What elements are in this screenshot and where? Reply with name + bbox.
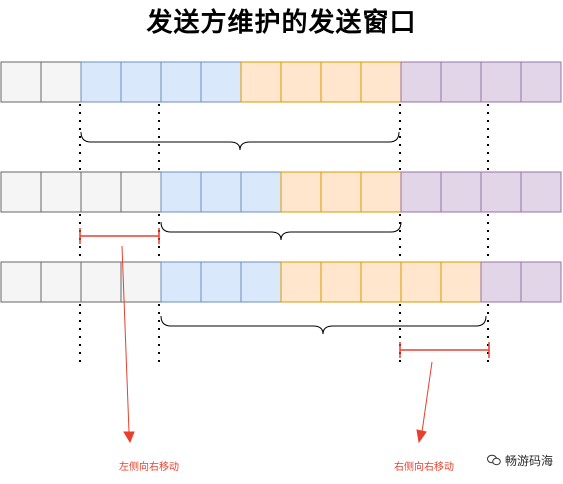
cell-blue bbox=[160, 261, 202, 303]
watermark-text: 畅游码海 bbox=[504, 454, 553, 468]
watermark: 畅游码海 bbox=[486, 452, 553, 469]
right-arrow-head bbox=[416, 429, 427, 444]
cell-blue bbox=[120, 61, 162, 103]
left-arrow-head bbox=[123, 431, 135, 444]
cell-gray bbox=[40, 261, 82, 303]
cell-purple bbox=[400, 171, 442, 213]
cell-orange bbox=[280, 261, 322, 303]
cell-blue bbox=[200, 171, 242, 213]
window-brace-row3 bbox=[160, 315, 487, 335]
cell-blue bbox=[240, 171, 282, 213]
move-markers bbox=[79, 228, 490, 358]
cell-purple bbox=[520, 171, 562, 213]
cell-blue bbox=[200, 61, 242, 103]
cell-orange bbox=[360, 261, 402, 303]
wechat-icon bbox=[486, 454, 501, 466]
window-brace-row2 bbox=[160, 221, 402, 241]
cell-orange bbox=[320, 61, 362, 103]
cell-orange bbox=[400, 261, 442, 303]
cell-gray bbox=[40, 61, 82, 103]
left-arrow-shaft bbox=[121, 245, 130, 433]
cell-purple bbox=[440, 61, 482, 103]
window-braces bbox=[80, 131, 487, 335]
sequence-row-2 bbox=[0, 171, 562, 213]
cell-orange bbox=[280, 171, 322, 213]
diagram-title: 发送方维护的发送窗口 bbox=[146, 8, 417, 38]
cell-purple bbox=[520, 261, 562, 303]
cell-purple bbox=[480, 61, 522, 103]
cell-blue bbox=[160, 171, 202, 213]
cell-orange bbox=[360, 171, 402, 213]
cell-blue bbox=[80, 61, 122, 103]
sequence-row-3 bbox=[0, 261, 562, 303]
cell-gray bbox=[0, 261, 42, 303]
cell-gray bbox=[80, 261, 122, 303]
cell-orange bbox=[320, 261, 362, 303]
cell-gray bbox=[0, 61, 42, 103]
sequence-row-1 bbox=[0, 61, 562, 103]
left-move-label: 左侧向右移动 bbox=[119, 460, 179, 473]
window-brace-row1 bbox=[80, 131, 400, 151]
cell-purple bbox=[400, 61, 442, 103]
cell-orange bbox=[240, 61, 282, 103]
right-move-label: 右侧向右移动 bbox=[394, 460, 454, 473]
cell-gray bbox=[40, 171, 82, 213]
annotation-arrows bbox=[121, 245, 433, 444]
cell-orange bbox=[440, 261, 482, 303]
cell-gray bbox=[120, 261, 162, 303]
cell-blue bbox=[200, 261, 242, 303]
cell-purple bbox=[480, 261, 522, 303]
right-arrow-shaft bbox=[421, 361, 433, 433]
cell-orange bbox=[320, 171, 362, 213]
cell-purple bbox=[520, 61, 562, 103]
sequence-rows bbox=[0, 61, 562, 303]
cell-blue bbox=[160, 61, 202, 103]
cell-gray bbox=[80, 171, 122, 213]
cell-orange bbox=[280, 61, 322, 103]
cell-orange bbox=[360, 61, 402, 103]
cell-gray bbox=[0, 171, 42, 213]
cell-gray bbox=[120, 171, 162, 213]
cell-purple bbox=[440, 171, 482, 213]
cell-purple bbox=[480, 171, 522, 213]
cell-blue bbox=[240, 261, 282, 303]
